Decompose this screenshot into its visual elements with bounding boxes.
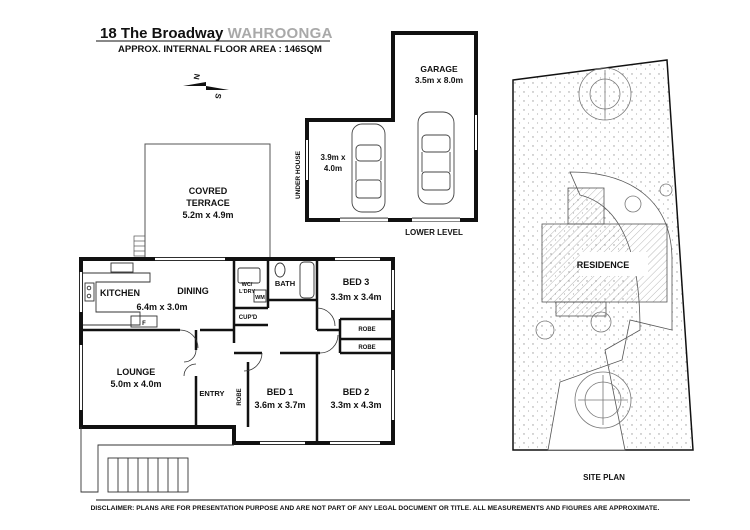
bath-fixtures bbox=[237, 261, 315, 303]
car-icon bbox=[417, 111, 455, 205]
robe-upper-label: ROBE bbox=[358, 327, 375, 333]
main-floor-plan: F KITCHEN bbox=[79, 143, 395, 493]
disclaimer: DISCLAIMER: PLANS ARE FOR PRESENTATION P… bbox=[90, 505, 660, 512]
entry-label: ENTRY bbox=[199, 389, 224, 398]
robe-vertical-label: ROBE bbox=[237, 388, 243, 405]
bed3-size: 3.3m x 3.4m bbox=[330, 292, 381, 302]
bed1-size: 3.6m x 3.7m bbox=[254, 400, 305, 410]
suburb: WAHROONGA bbox=[227, 25, 333, 42]
lounge-label: LOUNGE bbox=[117, 367, 156, 377]
bed1-label: BED 1 bbox=[267, 387, 294, 397]
under-house-label: UNDER HOUSE bbox=[295, 150, 302, 199]
site-plan: RESIDENCE SITE PLAN bbox=[512, 59, 694, 482]
car-icon bbox=[351, 123, 386, 213]
door-swings bbox=[179, 307, 339, 377]
robe-lower-label: ROBE bbox=[358, 345, 375, 351]
tree-icon bbox=[578, 67, 632, 121]
property-address: 18 The Broadway WAHROONGA bbox=[100, 25, 333, 42]
street-address: 18 The Broadway bbox=[100, 25, 224, 42]
floor-area: APPROX. INTERNAL FLOOR AREA : 146SQM bbox=[118, 44, 322, 55]
compass-north: N bbox=[192, 73, 202, 80]
under-house-size-2: 4.0m bbox=[324, 164, 342, 173]
bed2-size: 3.3m x 4.3m bbox=[330, 400, 381, 410]
lower-level-label: LOWER LEVEL bbox=[405, 228, 463, 237]
compass-south: S bbox=[213, 93, 223, 100]
terrace-size: 5.2m x 4.9m bbox=[182, 210, 233, 220]
wc-label-1: WC/ bbox=[242, 282, 253, 288]
garage-walls bbox=[305, 31, 478, 222]
lower-level-plan: GARAGE 3.5m x 8.0m 3.9m x 4.0m UNDER HOU… bbox=[295, 31, 478, 237]
interior-walls bbox=[81, 259, 393, 443]
tree-icon bbox=[535, 183, 673, 340]
front-stairs bbox=[80, 427, 234, 493]
under-house-size-1: 3.9m x bbox=[321, 153, 346, 162]
dining-label: DINING bbox=[177, 286, 209, 296]
kitchen-dining-size: 6.4m x 3.0m bbox=[136, 302, 187, 312]
cupboard-label: CUP'D bbox=[239, 315, 258, 321]
terrace-label-2: TERRACE bbox=[186, 198, 230, 208]
site-plan-label: SITE PLAN bbox=[583, 473, 625, 482]
residence-label: RESIDENCE bbox=[577, 260, 630, 270]
terrace-label-1: COVRED bbox=[189, 186, 228, 196]
garage-size: 3.5m x 8.0m bbox=[415, 75, 464, 85]
fridge-label: F bbox=[142, 321, 146, 327]
bath-label: BATH bbox=[275, 279, 295, 288]
residence-building: RESIDENCE bbox=[541, 187, 668, 317]
kitchen-benches bbox=[83, 262, 158, 328]
lounge-size: 5.0m x 4.0m bbox=[110, 379, 161, 389]
bed2-label: BED 2 bbox=[343, 387, 370, 397]
tree-icon bbox=[574, 371, 632, 429]
kitchen-label: KITCHEN bbox=[100, 288, 140, 298]
terrace-steps bbox=[133, 235, 146, 257]
windows bbox=[79, 257, 395, 445]
wm-label: WM bbox=[255, 295, 265, 301]
garage-label: GARAGE bbox=[420, 64, 458, 74]
wc-label-2: L'DRY bbox=[239, 289, 255, 295]
bed3-label: BED 3 bbox=[343, 277, 370, 287]
compass-icon: N S bbox=[183, 73, 229, 100]
